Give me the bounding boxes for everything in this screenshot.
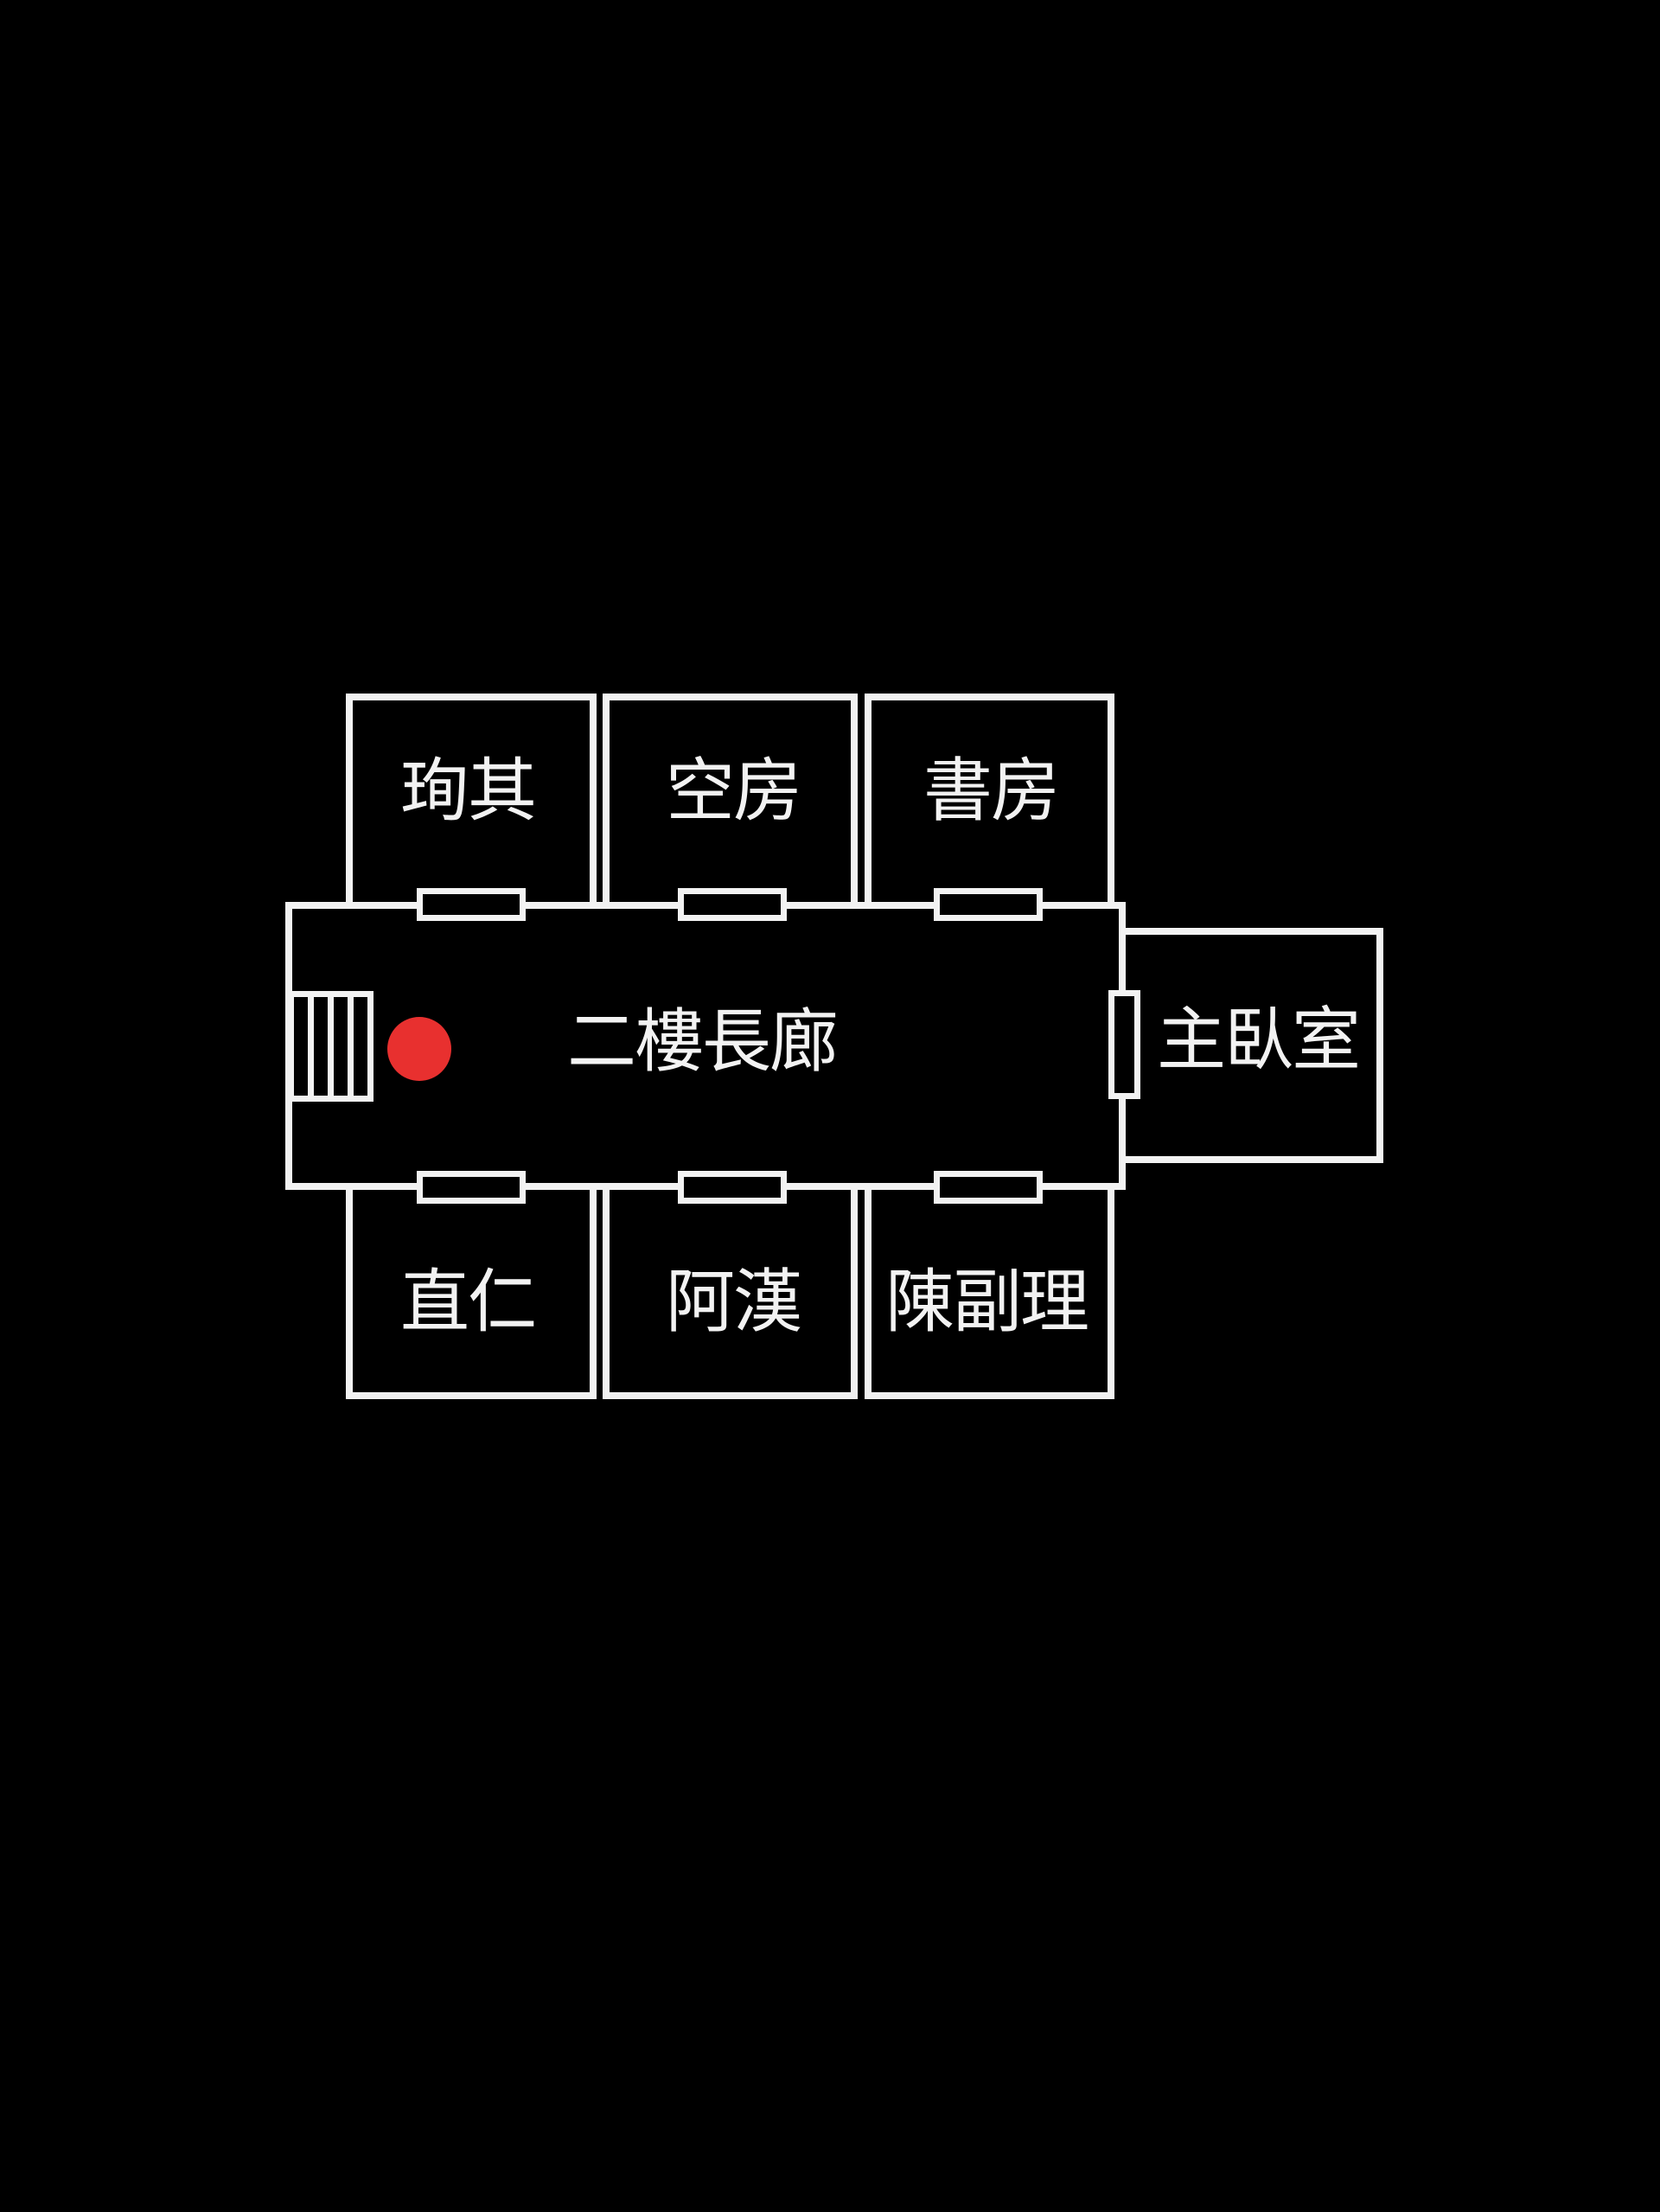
room-zhiren-label: 直仁 bbox=[400, 1262, 537, 1342]
room-deputy-chen-label: 陳副理 bbox=[885, 1262, 1089, 1342]
door-empty[interactable] bbox=[678, 888, 787, 921]
door-xunqi[interactable] bbox=[417, 888, 526, 921]
door-study[interactable] bbox=[934, 888, 1043, 921]
room-empty-label: 空房 bbox=[666, 751, 802, 831]
room-xunqi[interactable] bbox=[346, 694, 597, 911]
stair-step bbox=[294, 997, 314, 1096]
door-master-bedroom[interactable] bbox=[1108, 990, 1140, 1099]
stair-step bbox=[334, 997, 354, 1096]
door-deputy-chen[interactable] bbox=[934, 1171, 1043, 1204]
room-study-label: 書房 bbox=[923, 751, 1060, 831]
hallway-label: 二樓長廊 bbox=[567, 1001, 839, 1082]
current-location-dot-icon bbox=[387, 1017, 451, 1081]
room-master-bedroom[interactable] bbox=[1118, 928, 1383, 1163]
stair-step bbox=[314, 997, 334, 1096]
room-ahan-label: 阿漢 bbox=[666, 1262, 802, 1342]
stair-step bbox=[354, 997, 367, 1096]
stairs-icon[interactable] bbox=[288, 991, 374, 1102]
room-study[interactable] bbox=[865, 694, 1114, 911]
door-zhiren[interactable] bbox=[417, 1171, 526, 1204]
room-master-bedroom-label: 主臥室 bbox=[1157, 1000, 1361, 1080]
door-ahan[interactable] bbox=[678, 1171, 787, 1204]
room-deputy-chen[interactable] bbox=[865, 1181, 1114, 1399]
room-xunqi-label: 珣其 bbox=[400, 751, 537, 831]
